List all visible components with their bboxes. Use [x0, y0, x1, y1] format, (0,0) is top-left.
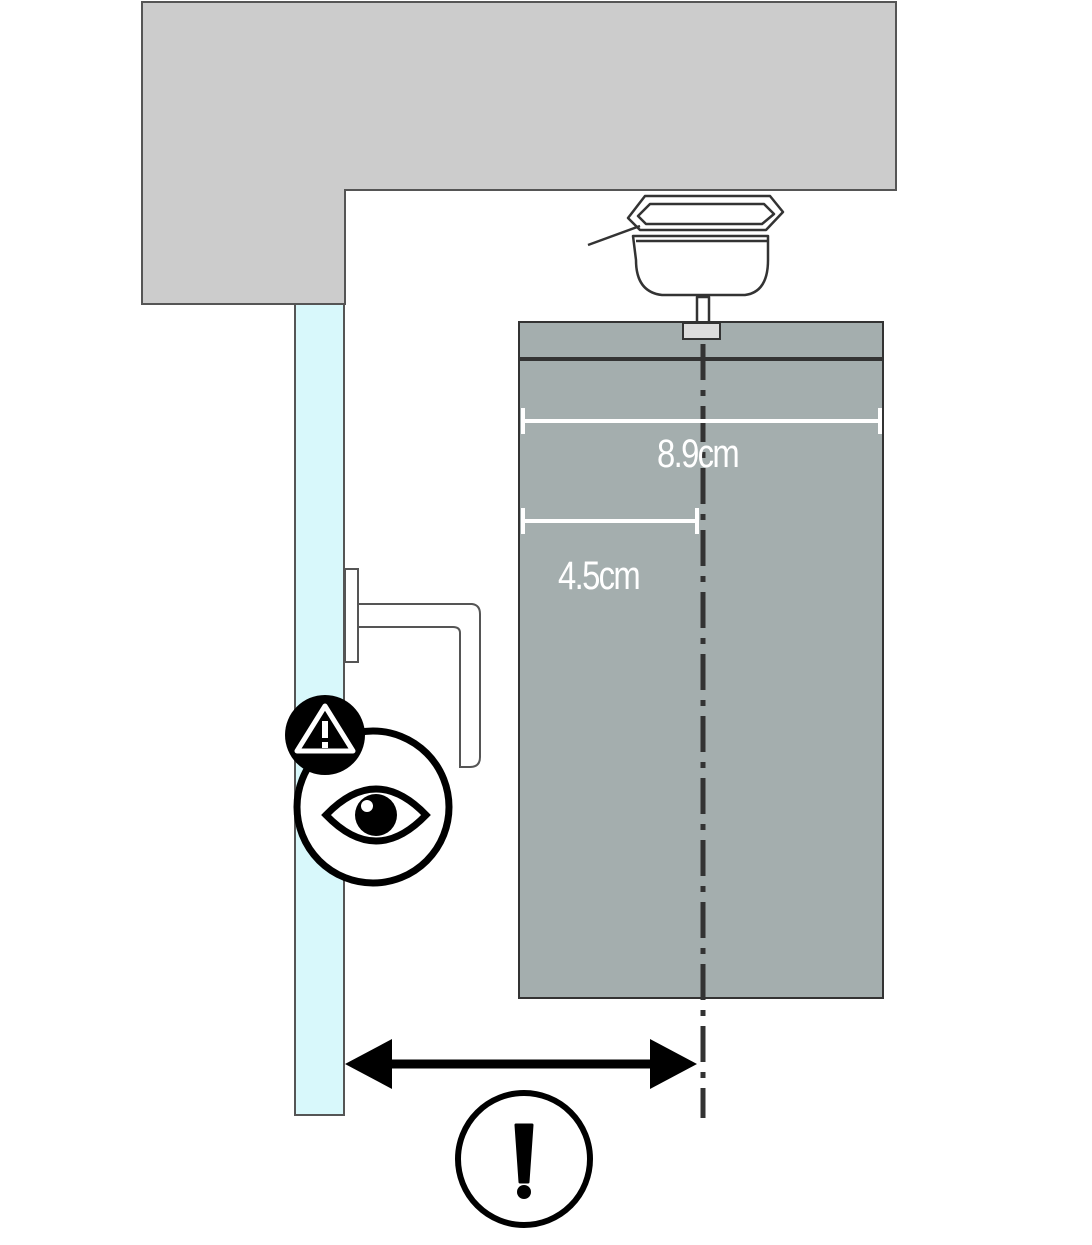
half-width-label: 4.5cm [558, 554, 641, 598]
blind-width-label: 8.9cm [657, 432, 740, 476]
half-width-dimension-line [521, 508, 699, 534]
full-width-dimension-line [521, 408, 882, 434]
window-handle [344, 568, 481, 768]
warning-triangle-icon [285, 695, 365, 775]
exclamation-icon [455, 1090, 593, 1228]
clearance-arrow [345, 1039, 697, 1089]
ceiling-lintel [141, 1, 897, 305]
mounting-bracket [587, 194, 785, 326]
